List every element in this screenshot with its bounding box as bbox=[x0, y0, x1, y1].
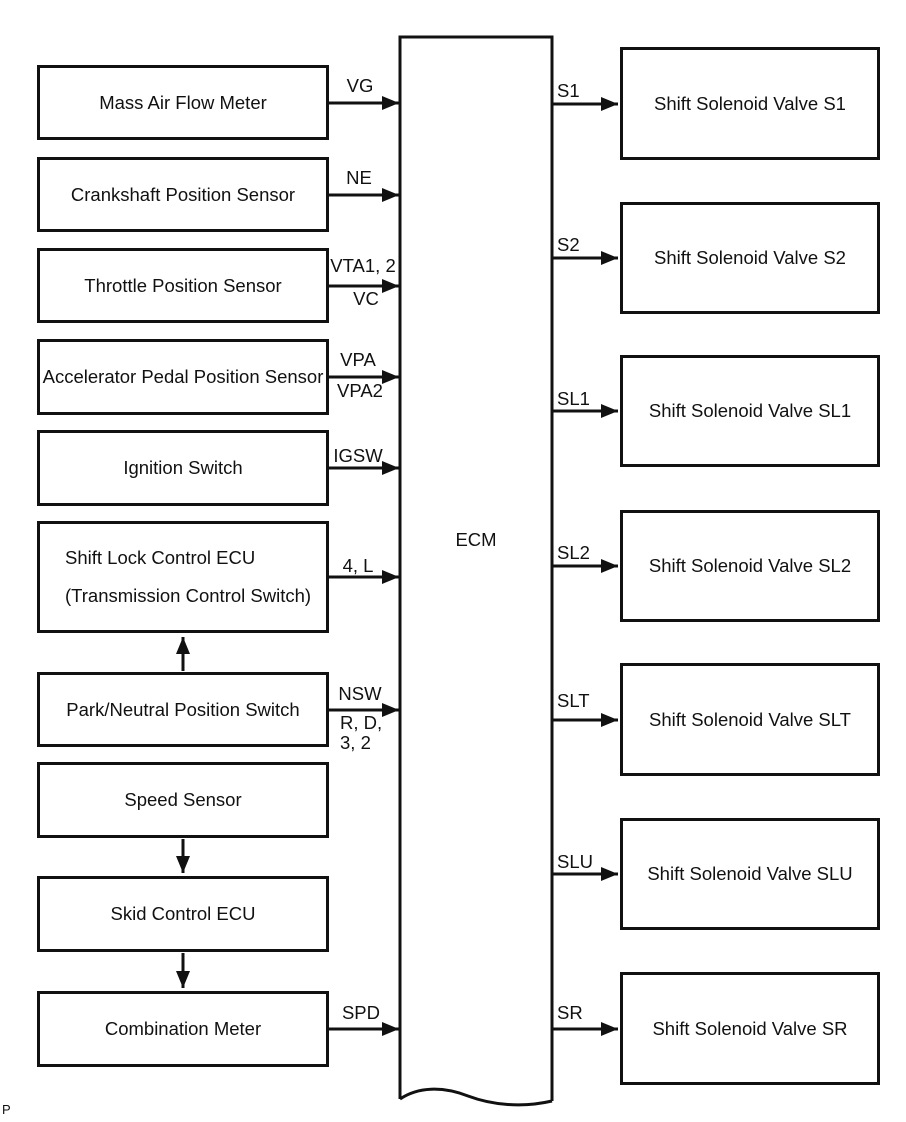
output-box-shift-solenoid-valve-slt: Shift Solenoid Valve SLT bbox=[620, 663, 880, 776]
input-box-shift-lock-control-ecu: Shift Lock Control ECU (Transmission Con… bbox=[37, 521, 329, 633]
box-label: Skid Control ECU bbox=[110, 903, 256, 924]
ecm-box-torn-bottom-edge bbox=[399, 1087, 553, 1107]
box-label: Ignition Switch bbox=[123, 457, 243, 478]
signal-label-vpa: VPA bbox=[340, 349, 376, 370]
box-label: Mass Air Flow Meter bbox=[99, 91, 267, 113]
box-label: Shift Solenoid Valve SL1 bbox=[648, 400, 852, 421]
signal-label-rd: R, D, bbox=[340, 712, 383, 733]
box-label: Speed Sensor bbox=[124, 789, 242, 810]
box-label: Park/Neutral Position Switch bbox=[66, 698, 300, 720]
box-label-line1: Shift Lock Control ECU bbox=[65, 547, 256, 568]
signal-label-ne: NE bbox=[346, 167, 372, 188]
signal-label-4l: 4, L bbox=[342, 555, 374, 576]
input-box-accelerator-pedal-position-sensor: Accelerator Pedal Position Sensor bbox=[37, 339, 329, 415]
box-label: Crankshaft Position Sensor bbox=[70, 183, 296, 205]
output-box-shift-solenoid-valve-sr: Shift Solenoid Valve SR bbox=[620, 972, 880, 1085]
signal-label-32: 3, 2 bbox=[340, 732, 371, 753]
signal-label-slt: SLT bbox=[557, 690, 590, 711]
signal-label-vpa2: VPA2 bbox=[337, 380, 383, 401]
signal-label-vta12: VTA1, 2 bbox=[330, 255, 396, 276]
signal-label-nsw: NSW bbox=[338, 683, 382, 704]
input-box-throttle-position-sensor: Throttle Position Sensor bbox=[37, 248, 329, 323]
signal-label-vg: VG bbox=[346, 75, 374, 96]
signal-label-vc: VC bbox=[353, 288, 379, 309]
input-box-crankshaft-position-sensor: Crankshaft Position Sensor bbox=[37, 157, 329, 232]
box-label-line2: (Transmission Control Switch) bbox=[65, 585, 312, 606]
signal-label-spd: SPD bbox=[341, 1002, 381, 1023]
box-label: Shift Solenoid Valve S2 bbox=[654, 247, 846, 268]
box-label: Throttle Position Sensor bbox=[84, 274, 282, 296]
output-box-shift-solenoid-valve-sl2: Shift Solenoid Valve SL2 bbox=[620, 510, 880, 622]
signal-label-igsw: IGSW bbox=[333, 445, 383, 466]
box-label: Combination Meter bbox=[104, 1018, 262, 1039]
box-label: Shift Solenoid Valve S1 bbox=[654, 92, 846, 114]
signal-label-sl1: SL1 bbox=[557, 388, 590, 409]
ecm-box-label: ECM bbox=[455, 529, 497, 550]
input-box-mass-air-flow-meter: Mass Air Flow Meter bbox=[37, 65, 329, 140]
input-box-ignition-switch: Ignition Switch bbox=[37, 430, 329, 506]
input-box-speed-sensor: Speed Sensor bbox=[37, 762, 329, 838]
signal-label-s2: S2 bbox=[557, 234, 580, 255]
output-box-shift-solenoid-valve-slu: Shift Solenoid Valve SLU bbox=[620, 818, 880, 930]
input-box-park-neutral-position-switch: Park/Neutral Position Switch bbox=[37, 672, 329, 747]
signal-label-sr: SR bbox=[557, 1002, 583, 1023]
signal-label-s1: S1 bbox=[557, 80, 580, 101]
signal-label-sl2: SL2 bbox=[557, 542, 590, 563]
box-label: Shift Solenoid Valve SLT bbox=[649, 708, 851, 730]
output-box-shift-solenoid-valve-sl1: Shift Solenoid Valve SL1 bbox=[620, 355, 880, 467]
output-box-shift-solenoid-valve-s1: Shift Solenoid Valve S1 bbox=[620, 47, 880, 160]
box-label: Shift Solenoid Valve SR bbox=[652, 1017, 848, 1039]
box-label: Shift Solenoid Valve SL2 bbox=[648, 555, 852, 576]
input-box-skid-control-ecu: Skid Control ECU bbox=[37, 876, 329, 952]
footnote-p: P bbox=[2, 1102, 11, 1117]
ecm-box-outline bbox=[398, 35, 554, 1101]
box-label: Accelerator Pedal Position Sensor bbox=[42, 366, 324, 387]
input-box-combination-meter: Combination Meter bbox=[37, 991, 329, 1067]
output-box-shift-solenoid-valve-s2: Shift Solenoid Valve S2 bbox=[620, 202, 880, 314]
box-label: Shift Solenoid Valve SLU bbox=[647, 863, 853, 884]
signal-label-slu: SLU bbox=[557, 851, 593, 872]
